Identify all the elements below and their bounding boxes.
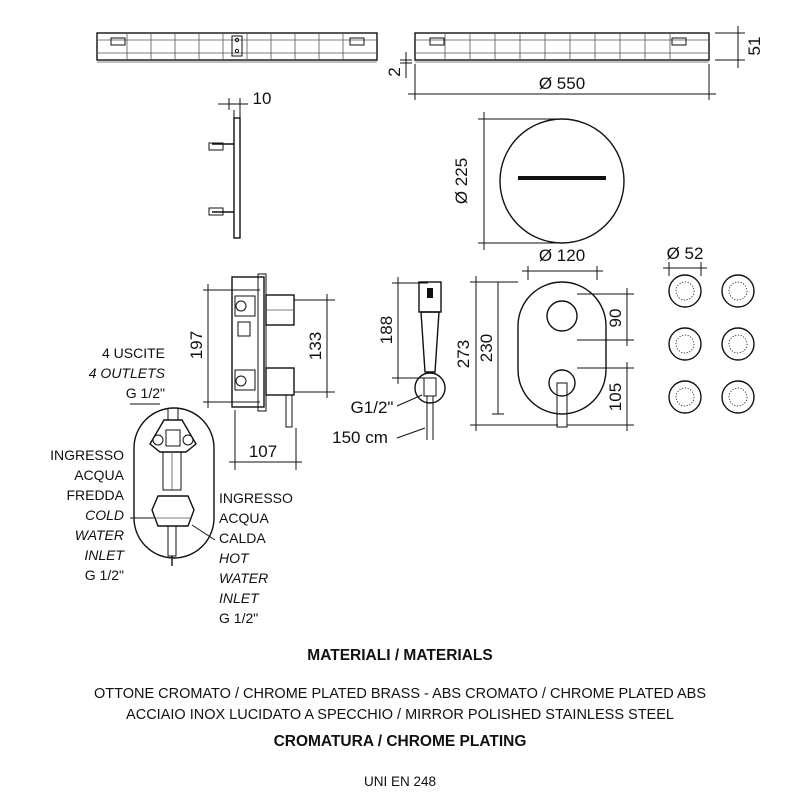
body-jets	[663, 262, 755, 414]
hot-inlet-line-5: WATER	[219, 570, 268, 586]
materials-line-1: OTTONE CROMATO / CHROME PLATED BRASS - A…	[93, 686, 707, 702]
hot-inlet-line-7: G 1/2"	[219, 610, 258, 626]
hot-inlet-line-2: ACQUA	[219, 510, 269, 526]
hot-inlet-note: INGRESSO ACQUA CALDA HOT WATER INLET G 1…	[219, 490, 293, 626]
body-jet	[668, 380, 702, 414]
dim-thickness-10: 10	[253, 89, 272, 108]
dim-height-230: 230	[477, 334, 496, 362]
dim-height-90: 90	[606, 309, 625, 328]
dim-thread-handshower: G1/2"	[351, 398, 394, 417]
outlets-note: 4 USCITE 4 OUTLETS G 1/2"	[89, 345, 166, 401]
body-jet	[721, 380, 755, 414]
outlets-note-line-2: 4 OUTLETS	[89, 365, 166, 381]
dim-height-197: 197	[187, 331, 206, 359]
hand-shower-view	[392, 277, 446, 440]
dim-height-51: 51	[745, 37, 764, 56]
materials-line-2: ACCIAIO INOX LUCIDATO A SPECCHIO / MIRRO…	[126, 707, 674, 723]
outlets-note-line-1: 4 USCITE	[102, 345, 165, 361]
cold-inlet-line-6: INLET	[84, 547, 125, 563]
dim-diameter-225: Ø 225	[452, 158, 471, 204]
dim-height-105: 105	[606, 383, 625, 411]
mixer-body-side-view	[203, 273, 335, 470]
plating-title: CROMATURA / CHROME PLATING	[273, 733, 527, 750]
overhead-shower-side-view-left	[96, 32, 378, 63]
body-jet	[721, 327, 755, 361]
cold-inlet-line-7: G 1/2"	[85, 567, 124, 583]
cold-inlet-line-1: INGRESSO	[50, 447, 124, 463]
technical-drawing: 51 2 Ø 550 10 Ø 225	[50, 26, 764, 626]
materials-title: MATERIALI / MATERIALS	[307, 647, 493, 664]
hot-inlet-line-3: CALDA	[219, 530, 266, 546]
dim-height-188: 188	[377, 316, 396, 344]
body-jet	[721, 274, 755, 308]
dim-diameter-550: Ø 550	[539, 74, 585, 93]
cold-inlet-line-3: FREDDA	[66, 487, 124, 503]
dim-height-133: 133	[306, 332, 325, 360]
cold-inlet-line-4: COLD	[85, 507, 124, 523]
wall-plate-side-view	[208, 98, 248, 239]
cold-inlet-line-5: WATER	[75, 527, 124, 543]
standard-reference: UNI EN 248	[363, 774, 437, 789]
dim-diameter-52: Ø 52	[667, 244, 704, 263]
dim-hose-150: 150 cm	[332, 428, 388, 447]
mixer-internal-schematic	[130, 403, 216, 566]
hot-inlet-line-6: INLET	[219, 590, 260, 606]
round-plate-front-view	[478, 112, 625, 250]
dim-gap-2: 2	[385, 67, 404, 76]
dim-width-107: 107	[249, 442, 277, 461]
body-jet	[668, 274, 702, 308]
cold-inlet-note: INGRESSO ACQUA FREDDA COLD WATER INLET G…	[50, 447, 125, 583]
mixer-plate-front-view	[470, 266, 634, 431]
outlets-note-line-3: G 1/2"	[126, 385, 165, 401]
hot-inlet-line-4: HOT	[219, 550, 250, 566]
hot-inlet-line-1: INGRESSO	[219, 490, 293, 506]
body-jet	[668, 327, 702, 361]
cold-inlet-line-2: ACQUA	[74, 467, 124, 483]
dim-diameter-120: Ø 120	[539, 246, 585, 265]
overhead-shower-side-view-right	[400, 26, 745, 100]
dim-height-273: 273	[454, 340, 473, 368]
